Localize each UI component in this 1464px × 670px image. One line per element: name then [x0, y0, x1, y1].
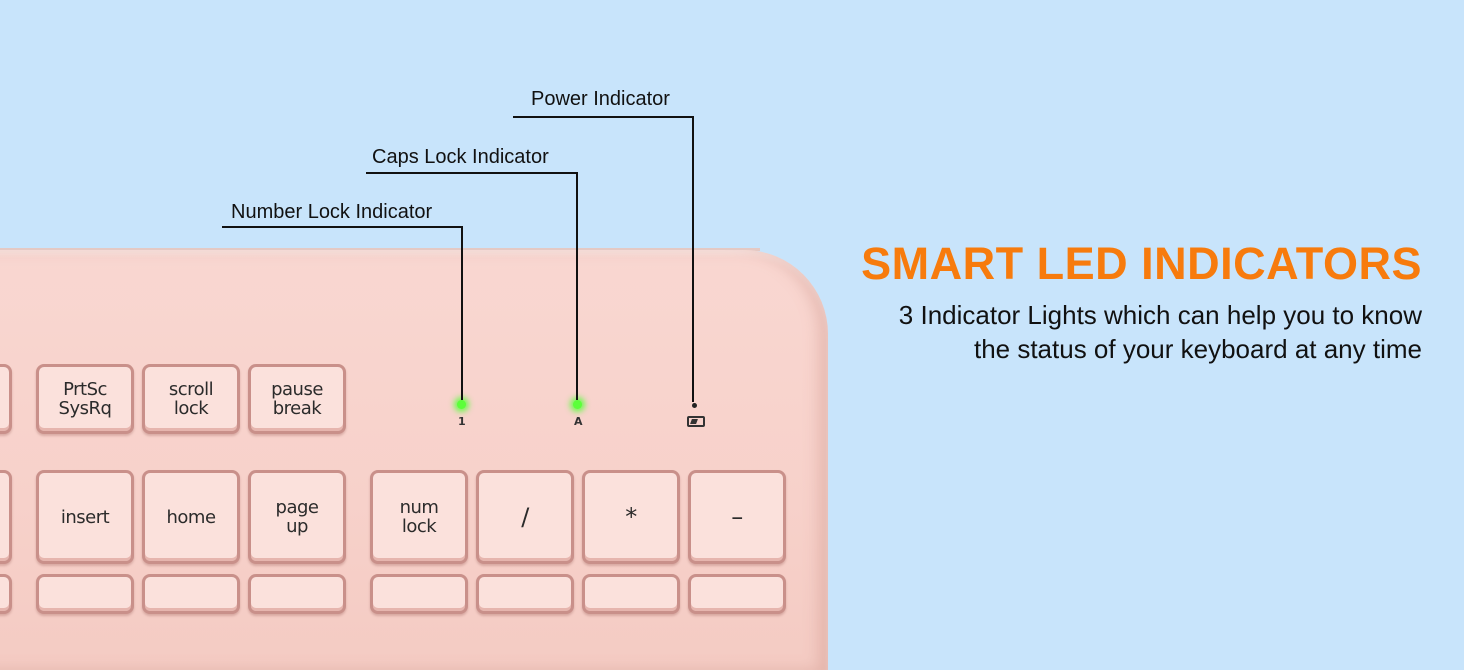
key-partial-bottom-8: [688, 574, 786, 614]
key-asterisk: *: [582, 470, 680, 564]
caps-leader-vertical: [576, 172, 578, 400]
battery-icon: [687, 416, 705, 427]
key-partial-bottom-1: [0, 574, 12, 614]
key-partial-bottom-2: [36, 574, 134, 614]
keyboard-top-edge: [0, 248, 760, 251]
number-leader-horizontal: [222, 226, 463, 228]
power-led: [692, 403, 697, 408]
key-home: home: [142, 470, 240, 564]
key-slash: /: [476, 470, 574, 564]
key-insert: insert: [36, 470, 134, 564]
number-leader-vertical: [461, 226, 463, 400]
key-partial-bottom-6: [476, 574, 574, 614]
key-num-lock: num lock: [370, 470, 468, 564]
headline: SMART LED INDICATORS: [861, 238, 1422, 289]
key-partial-left-mid: [0, 470, 12, 564]
number-lock-led: [457, 400, 466, 409]
key-partial-bottom-5: [370, 574, 468, 614]
number-lock-indicator-label: Number Lock Indicator: [231, 201, 433, 223]
key-partial-left-top: [0, 364, 12, 434]
number-lock-mark: 1: [458, 415, 466, 428]
key-scroll-lock: scroll lock: [142, 364, 240, 434]
key-prtsc-sysrq: PrtSc SysRq: [36, 364, 134, 434]
caps-leader-horizontal: [366, 172, 578, 174]
key-minus: –: [688, 470, 786, 564]
caps-lock-mark: A: [574, 415, 583, 428]
description: 3 Indicator Lights which can help you to…: [822, 298, 1422, 366]
key-partial-bottom-4: [248, 574, 346, 614]
key-page-up: page up: [248, 470, 346, 564]
key-pause-break: pause break: [248, 364, 346, 434]
key-partial-bottom-7: [582, 574, 680, 614]
caps-lock-led: [573, 400, 582, 409]
caps-lock-indicator-label: Caps Lock Indicator: [372, 146, 549, 168]
power-leader-vertical: [692, 116, 694, 402]
description-line-1: 3 Indicator Lights which can help you to…: [898, 300, 1422, 330]
key-partial-bottom-3: [142, 574, 240, 614]
power-leader-horizontal: [513, 116, 694, 118]
description-line-2: the status of your keyboard at any time: [973, 334, 1422, 364]
power-indicator-label: Power Indicator: [531, 88, 670, 110]
